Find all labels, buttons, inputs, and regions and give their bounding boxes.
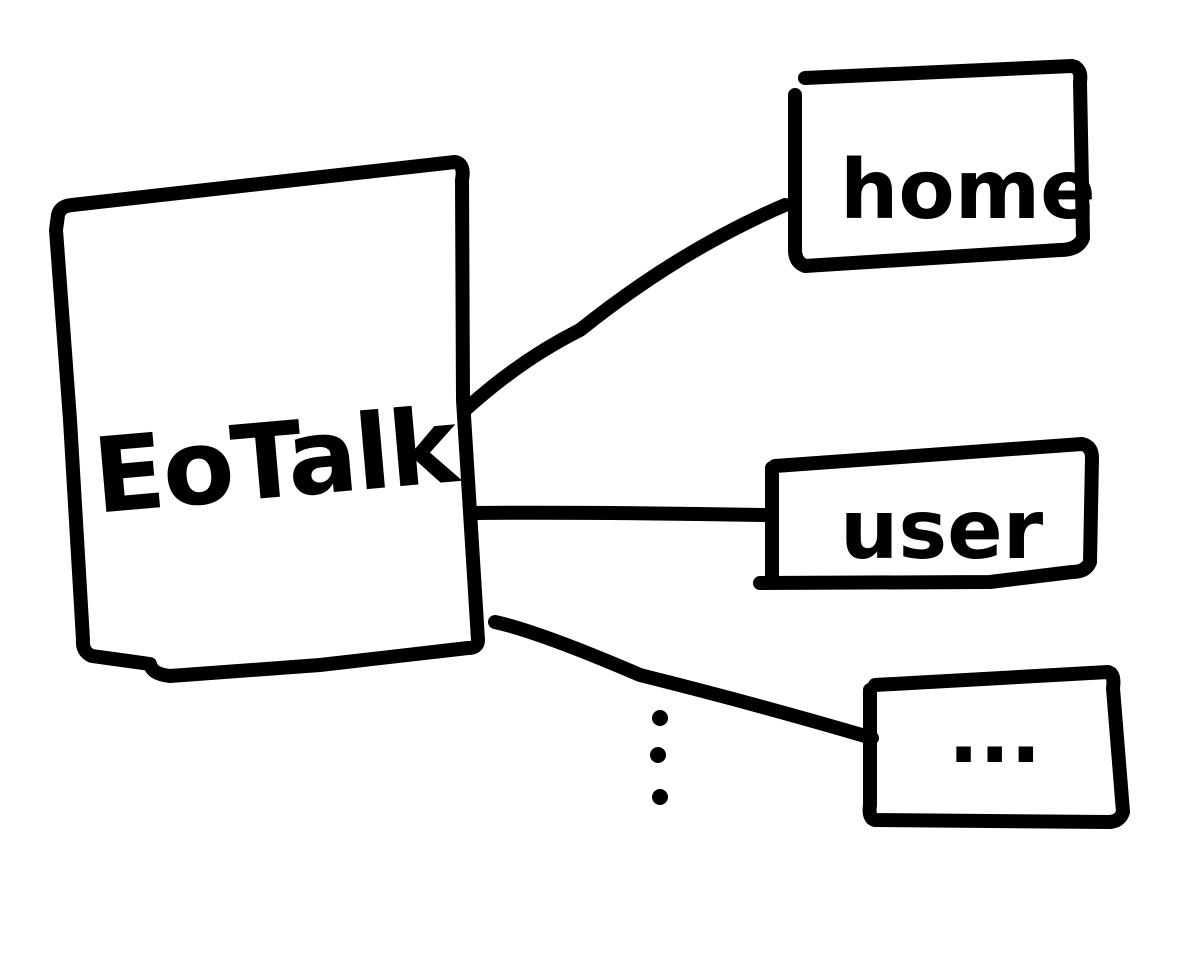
more-box-outline — [862, 665, 1130, 829]
home-box-outline — [788, 59, 1090, 273]
more-label: ... — [948, 687, 1041, 782]
root-box-outline — [49, 155, 485, 683]
home-label: home — [840, 143, 1096, 238]
child-node-home: home — [788, 59, 1096, 273]
connector-home — [458, 198, 792, 417]
user-box-outline — [753, 437, 1099, 590]
ellipsis-dot — [652, 789, 668, 805]
ellipsis-dot — [652, 710, 668, 726]
root-node: EoTalk — [49, 155, 485, 683]
vertical-ellipsis-icon — [650, 710, 668, 805]
child-node-user: user — [753, 437, 1099, 590]
connector-user — [465, 505, 772, 522]
user-label: user — [840, 483, 1044, 578]
root-label: EoTalk — [88, 384, 465, 538]
child-node-more: ... — [862, 665, 1130, 829]
connector-more — [488, 615, 879, 745]
ellipsis-dot — [650, 747, 666, 763]
